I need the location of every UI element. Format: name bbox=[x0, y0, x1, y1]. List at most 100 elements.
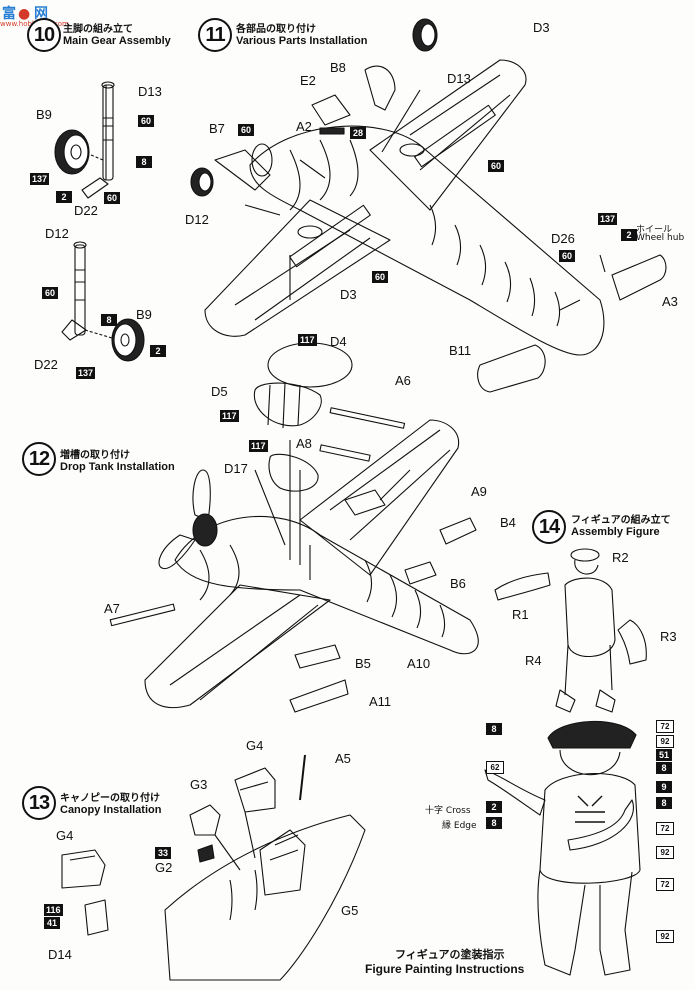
part-label-a9: A9 bbox=[471, 484, 487, 499]
part-label-b5: B5 bbox=[355, 656, 371, 671]
color-callout: 28 bbox=[350, 127, 366, 139]
color-callout: 137 bbox=[598, 213, 618, 225]
part-label-a11: A11 bbox=[369, 694, 392, 709]
part-label-a5: A5 bbox=[335, 751, 351, 766]
part-label-g2: G2 bbox=[155, 860, 173, 875]
part-label-a2: A2 bbox=[296, 119, 312, 134]
paint-callout: 8 bbox=[656, 797, 672, 809]
canopy-assembly bbox=[61, 754, 366, 981]
edge-label: 縁 Edge bbox=[442, 821, 477, 831]
paint-callout: 2 bbox=[486, 801, 502, 813]
color-callout: 60 bbox=[372, 271, 388, 283]
color-callout: 60 bbox=[138, 115, 154, 127]
part-label-d26: D26 bbox=[551, 231, 575, 246]
paint-callout: 51 bbox=[656, 749, 672, 761]
figure-paint-title-jp: フィギュアの塗装指示 bbox=[395, 948, 505, 961]
paint-callout: 92 bbox=[656, 930, 674, 943]
color-callout: 33 bbox=[155, 847, 171, 859]
color-callout: 117 bbox=[249, 440, 268, 452]
color-callout: 116 bbox=[44, 904, 63, 916]
part-label-b7: B7 bbox=[209, 121, 225, 136]
color-callout: 117 bbox=[220, 410, 239, 422]
part-label-g4: G4 bbox=[246, 738, 264, 753]
step-10-number: 10 bbox=[27, 18, 61, 52]
part-label-d4: D4 bbox=[330, 334, 347, 349]
part-label-a8: A8 bbox=[296, 436, 312, 451]
part-label-b9: B9 bbox=[136, 307, 152, 322]
color-callout: 137 bbox=[76, 367, 96, 379]
color-callout: 60 bbox=[238, 124, 254, 136]
svg-text:富: 富 bbox=[2, 5, 16, 22]
part-label-b11: B11 bbox=[449, 343, 472, 358]
part-label-r4: R4 bbox=[525, 653, 542, 668]
cross-label: 十字 Cross bbox=[425, 806, 471, 816]
color-callout: 2 bbox=[621, 229, 637, 241]
part-label-d12: D12 bbox=[185, 212, 209, 227]
paint-callout: 92 bbox=[656, 735, 674, 748]
part-label-b8: B8 bbox=[330, 60, 346, 75]
color-callout: 137 bbox=[30, 173, 50, 185]
part-label-r2: R2 bbox=[612, 550, 629, 565]
part-label-r1: R1 bbox=[512, 607, 529, 622]
part-label-r3: R3 bbox=[660, 629, 677, 644]
step-12-number: 12 bbox=[22, 442, 56, 476]
color-callout: 2 bbox=[150, 345, 166, 357]
part-label-d22: D22 bbox=[74, 203, 98, 218]
part-label-b9: B9 bbox=[36, 107, 52, 122]
part-label-b6: B6 bbox=[450, 576, 466, 591]
step-14-title-jp: フィギュアの組み立て bbox=[571, 515, 671, 526]
part-label-g4: G4 bbox=[56, 828, 74, 843]
paint-callout: 72 bbox=[656, 822, 674, 835]
part-label-d3: D3 bbox=[340, 287, 357, 302]
part-label-d22: D22 bbox=[34, 357, 58, 372]
part-label-d13: D13 bbox=[138, 84, 162, 99]
main-gear-lower bbox=[61, 241, 145, 362]
color-callout: 41 bbox=[44, 917, 60, 929]
paint-callout: 72 bbox=[656, 720, 674, 733]
part-label-d12: D12 bbox=[45, 226, 69, 241]
color-callout: 2 bbox=[56, 191, 72, 203]
part-label-g5: G5 bbox=[341, 903, 359, 918]
color-callout: 60 bbox=[104, 192, 120, 204]
aircraft-underside-2 bbox=[109, 342, 479, 713]
step-14-number: 14 bbox=[532, 510, 566, 544]
color-callout: 60 bbox=[559, 250, 575, 262]
paint-callout: 9 bbox=[656, 781, 672, 793]
step-11-title-jp: 各部品の取り付け bbox=[236, 24, 316, 35]
paint-callout: 62 bbox=[486, 761, 504, 774]
part-label-d17: D17 bbox=[224, 461, 248, 476]
part-label-g3: G3 bbox=[190, 777, 208, 792]
figure-large bbox=[484, 720, 641, 976]
color-callout: 60 bbox=[42, 287, 58, 299]
paint-callout: 72 bbox=[656, 878, 674, 891]
color-callout: 117 bbox=[298, 334, 317, 346]
part-label-a6: A6 bbox=[395, 373, 411, 388]
color-callout: 8 bbox=[101, 314, 117, 326]
step-13-title-jp: キャノピーの取り付け bbox=[60, 793, 160, 804]
figure-paint-title-en: Figure Painting Instructions bbox=[365, 962, 525, 976]
figure-small bbox=[494, 548, 647, 713]
part-label-b4: B4 bbox=[500, 515, 516, 530]
main-gear-upper bbox=[54, 81, 115, 199]
part-label-d5: D5 bbox=[211, 384, 228, 399]
paint-callout: 8 bbox=[656, 762, 672, 774]
step-10-title-jp: 主脚の組み立て bbox=[63, 24, 133, 35]
wheel-hub-jp: ホイール bbox=[636, 225, 673, 235]
part-label-a7: A7 bbox=[104, 601, 120, 616]
step-13-title-en: Canopy Installation bbox=[60, 804, 162, 816]
part-label-a10: A10 bbox=[407, 656, 431, 671]
part-label-d14: D14 bbox=[48, 947, 72, 962]
wheel-hub-en: Wheel hub bbox=[636, 233, 685, 243]
part-label-a3: A3 bbox=[662, 294, 678, 309]
svg-text:●: ● bbox=[18, 6, 30, 22]
paint-callout: 8 bbox=[486, 723, 502, 735]
color-callout: 8 bbox=[136, 156, 152, 168]
step-14-title-en: Assembly Figure bbox=[571, 526, 660, 538]
step-12-title-jp: 増槽の取り付け bbox=[60, 450, 130, 461]
step-12-title-en: Drop Tank Installation bbox=[60, 461, 175, 473]
step-13-number: 13 bbox=[22, 786, 56, 820]
aircraft-underside-1 bbox=[190, 18, 667, 393]
paint-callout: 92 bbox=[656, 846, 674, 859]
step-11-number: 11 bbox=[198, 18, 232, 52]
